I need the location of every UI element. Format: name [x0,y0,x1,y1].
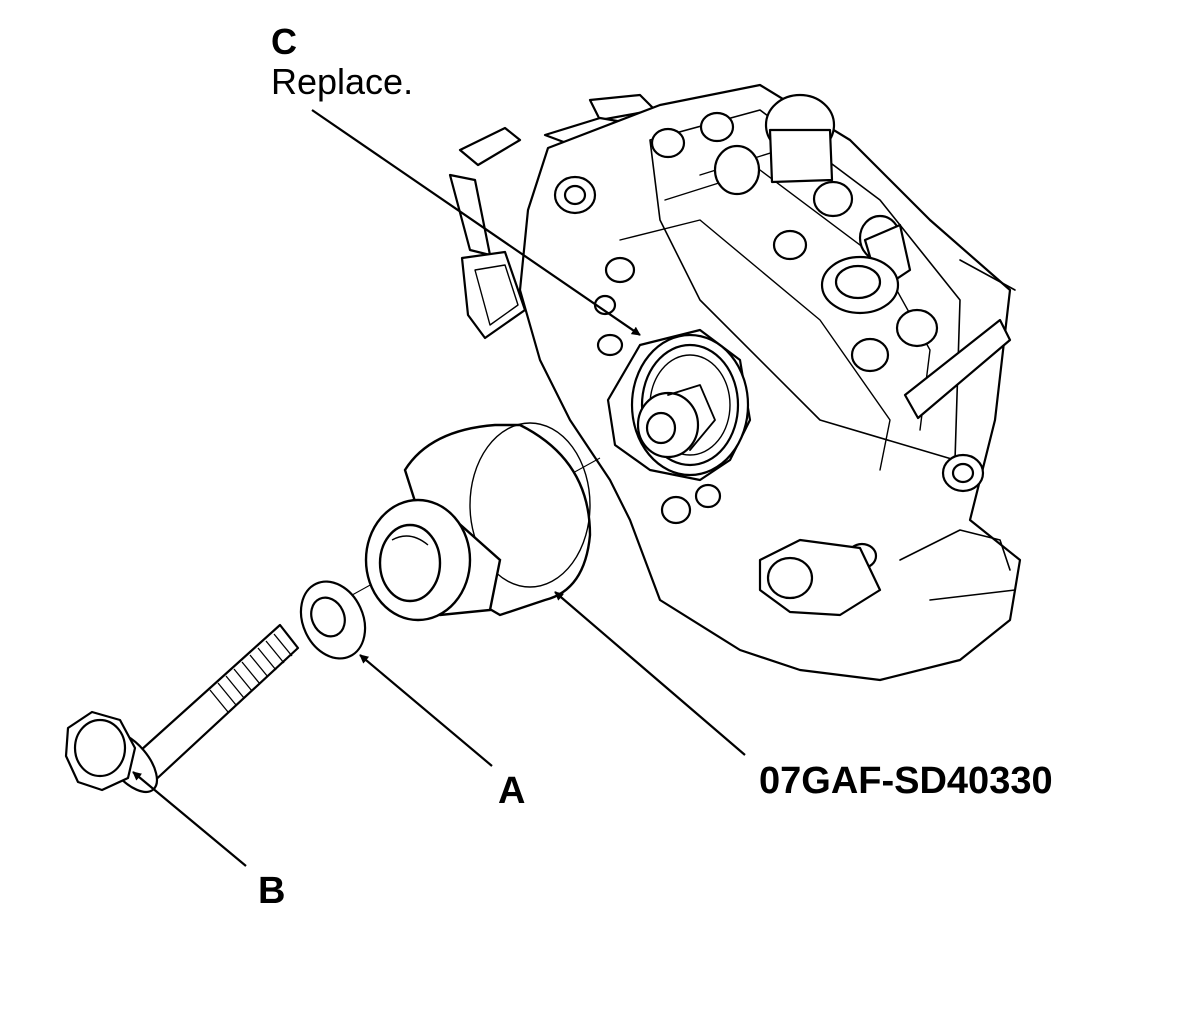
pump-assembly [448,83,1022,682]
leader-lines [132,109,746,867]
leader-c [311,109,641,336]
leader-b [132,771,247,867]
callout-c-letter: C [271,21,297,62]
tool-part-number: 07GAF-SD40330 [759,760,1053,802]
callout-b-letter: B [258,870,286,912]
bolt [64,623,300,794]
callout-c-note: Replace. [271,61,414,102]
callout-a-letter: A [498,770,526,812]
leader-tool [554,591,746,756]
leader-a [359,654,493,767]
special-tool [364,422,592,622]
washer [299,580,367,660]
